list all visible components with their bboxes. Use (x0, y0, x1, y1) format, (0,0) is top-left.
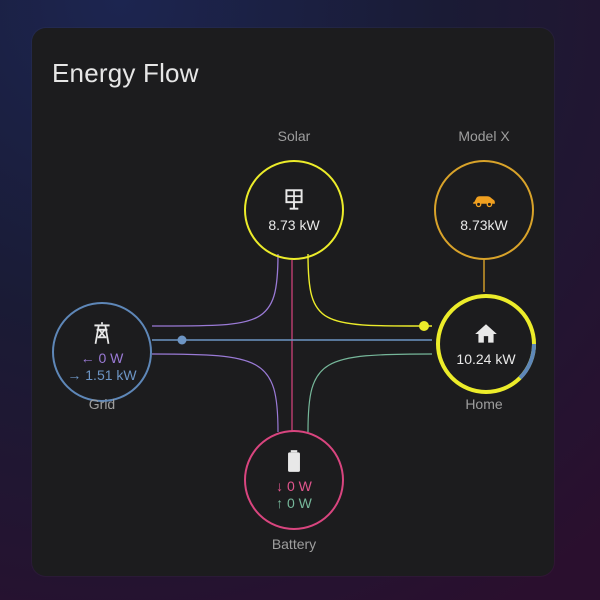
grid-export-value: → 1.51 kW (67, 367, 137, 383)
home-ring (436, 294, 537, 394)
solar-value: 8.73 kW (268, 216, 320, 233)
battery-charge-value: ↓ 0 W (276, 478, 312, 494)
battery-icon (288, 450, 300, 472)
grid-label: Grid (88, 396, 116, 412)
flow-solar-to-home (307, 253, 433, 327)
model-x-node[interactable]: 8.73kW (434, 160, 534, 260)
flow-solar-to-grid (151, 253, 279, 327)
battery-node[interactable]: ↓ 0 W ↑ 0 W (244, 430, 344, 530)
model-x-value: 8.73kW (460, 216, 508, 233)
solar-node[interactable]: 8.73 kW (244, 160, 344, 260)
home-label: Home (465, 396, 503, 412)
home-value: 10.24 kW (456, 350, 516, 367)
transmission-tower-icon (94, 322, 110, 344)
flow-grid-to-battery (151, 353, 279, 433)
flow-dot-solar (419, 321, 429, 331)
flow-battery-to-home (307, 353, 433, 433)
home-icon (475, 323, 497, 343)
card-title: Energy Flow (52, 58, 199, 88)
home-node[interactable]: 10.24 kW (434, 292, 538, 396)
solar-label: Solar (277, 128, 311, 144)
battery-discharge-value: ↑ 0 W (276, 495, 312, 511)
grid-import-value: ← 0 W (80, 350, 124, 366)
model-x-label: Model X (458, 128, 510, 144)
flow-dot-grid (177, 335, 187, 345)
grid-node[interactable]: ← 0 W → 1.51 kW (52, 302, 152, 402)
energy-flow-card: Energy Flow Solar 8.73 kW Model X (32, 28, 554, 576)
battery-label: Battery (271, 536, 317, 552)
car-icon (473, 195, 495, 207)
flow-lines (151, 253, 485, 433)
solar-panel-icon (285, 188, 303, 210)
